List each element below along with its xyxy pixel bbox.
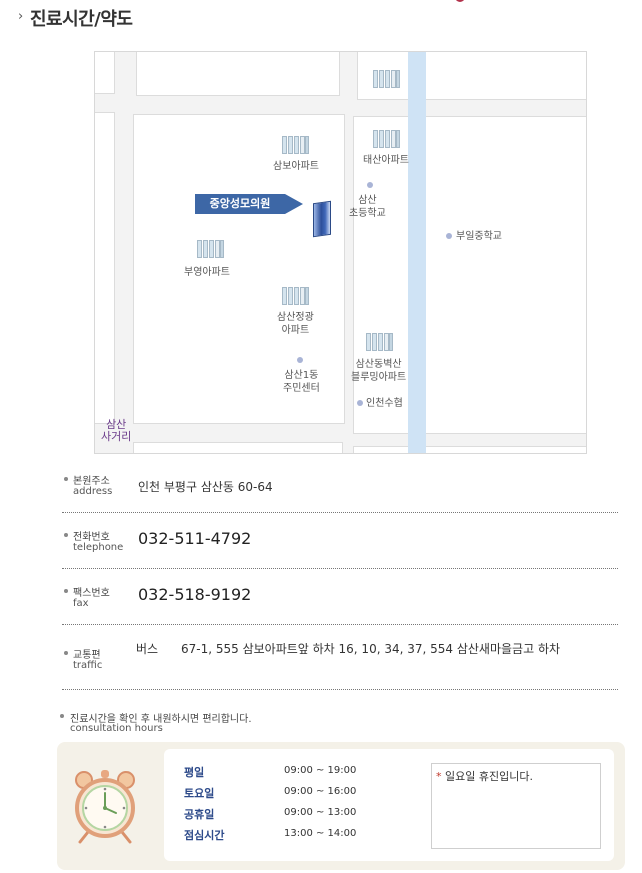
map-block <box>353 446 586 453</box>
location-map: 삼보아파트 태산아파트 삼산 초등학교 부일중학교 부영아파트 삼산정광 아파트… <box>94 51 587 454</box>
traffic-value: 67-1, 555 삼보아파트앞 하차 16, 10, 34, 37, 554 … <box>181 642 561 656</box>
map-label-samsan1dong: 삼산1동 주민센터 <box>283 370 320 394</box>
map-label-buyoung: 부영아파트 <box>184 267 230 278</box>
telephone-value[interactable]: 032-511-4792 <box>138 529 252 548</box>
telephone-label: 전화번호 <box>73 532 110 543</box>
divider <box>62 512 618 513</box>
chevron-right-icon: › <box>18 9 24 24</box>
traffic-label-en: traffic <box>73 660 103 671</box>
bullet-icon <box>60 714 64 718</box>
bullet-icon <box>64 589 68 593</box>
fax-value: 032-518-9192 <box>138 585 252 604</box>
apartment-icon <box>197 240 225 258</box>
hours-label-weekday: 평일 <box>184 766 205 779</box>
apartment-icon <box>366 333 394 351</box>
location-dot-icon <box>446 233 452 239</box>
page-title: 진료시간/약도 <box>30 9 133 30</box>
map-label-sambo: 삼보아파트 <box>273 161 319 172</box>
river <box>408 52 426 453</box>
map-block <box>133 442 343 453</box>
bullet-icon <box>64 651 68 655</box>
map-label-dongbyeoksan: 삼산동벽산 블루밍아파트 <box>351 359 407 383</box>
clinic-building-icon <box>313 200 331 238</box>
hours-label-lunch: 점심시간 <box>184 829 225 842</box>
location-dot-icon <box>297 357 303 363</box>
notice-box: * 일요일 휴진입니다. <box>431 763 601 849</box>
divider <box>62 689 618 690</box>
telephone-label-en: telephone <box>73 542 124 553</box>
map-block <box>95 52 115 94</box>
hours-notice: 진료시간을 확인 후 내원하시면 편리합니다. <box>70 714 252 725</box>
hours-time-lunch: 13:00 ~ 14:00 <box>284 828 357 839</box>
map-block <box>95 112 115 424</box>
divider <box>62 624 618 625</box>
location-dot-icon <box>367 182 373 188</box>
header-decoration <box>455 0 465 2</box>
map-block <box>136 52 340 96</box>
hours-time-weekday: 09:00 ~ 19:00 <box>284 765 357 776</box>
address-label: 본원주소 <box>73 476 110 487</box>
bullet-icon <box>64 477 68 481</box>
map-block <box>353 116 586 434</box>
closed-notice: 일요일 휴진입니다. <box>445 770 533 783</box>
alarm-clock-icon <box>70 768 140 844</box>
map-label-suhyup: 인천수협 <box>366 398 403 409</box>
map-label-taesan: 태산아파트 <box>363 155 409 166</box>
location-dot-icon <box>357 400 363 406</box>
apartment-icon <box>282 136 310 154</box>
callout-pointer <box>285 194 303 214</box>
apartment-icon <box>282 287 310 305</box>
traffic-mode: 버스 <box>136 642 159 656</box>
fax-label-en: fax <box>73 598 89 609</box>
address-label-en: address <box>73 486 113 497</box>
traffic-label: 교통편 <box>73 650 101 661</box>
hours-label-holiday: 공휴일 <box>184 808 215 821</box>
apartment-icon <box>373 130 401 148</box>
map-label-samsan-school: 삼산 초등학교 <box>349 195 386 219</box>
hours-time-holiday: 09:00 ~ 13:00 <box>284 807 357 818</box>
map-label-jeonggwang: 삼산정광 아파트 <box>277 312 314 336</box>
hours-notice-en: consultation hours <box>70 723 163 734</box>
bullet-icon <box>64 533 68 537</box>
fax-label: 팩스번호 <box>73 588 110 599</box>
address-value: 인천 부평구 삼산동 60-64 <box>138 480 273 494</box>
map-label-intersection: 삼산 사거리 <box>101 418 132 443</box>
notice-text: * 일요일 휴진입니다. <box>436 768 533 784</box>
clinic-callout: 중앙성모의원 <box>195 194 285 214</box>
map-block <box>133 114 345 424</box>
apartment-icon <box>373 70 401 88</box>
asterisk-icon: * <box>436 770 442 783</box>
hours-label-saturday: 토요일 <box>184 787 215 800</box>
hours-time-saturday: 09:00 ~ 16:00 <box>284 786 357 797</box>
divider <box>62 568 618 569</box>
map-label-buil-middle: 부일중학교 <box>456 231 502 242</box>
